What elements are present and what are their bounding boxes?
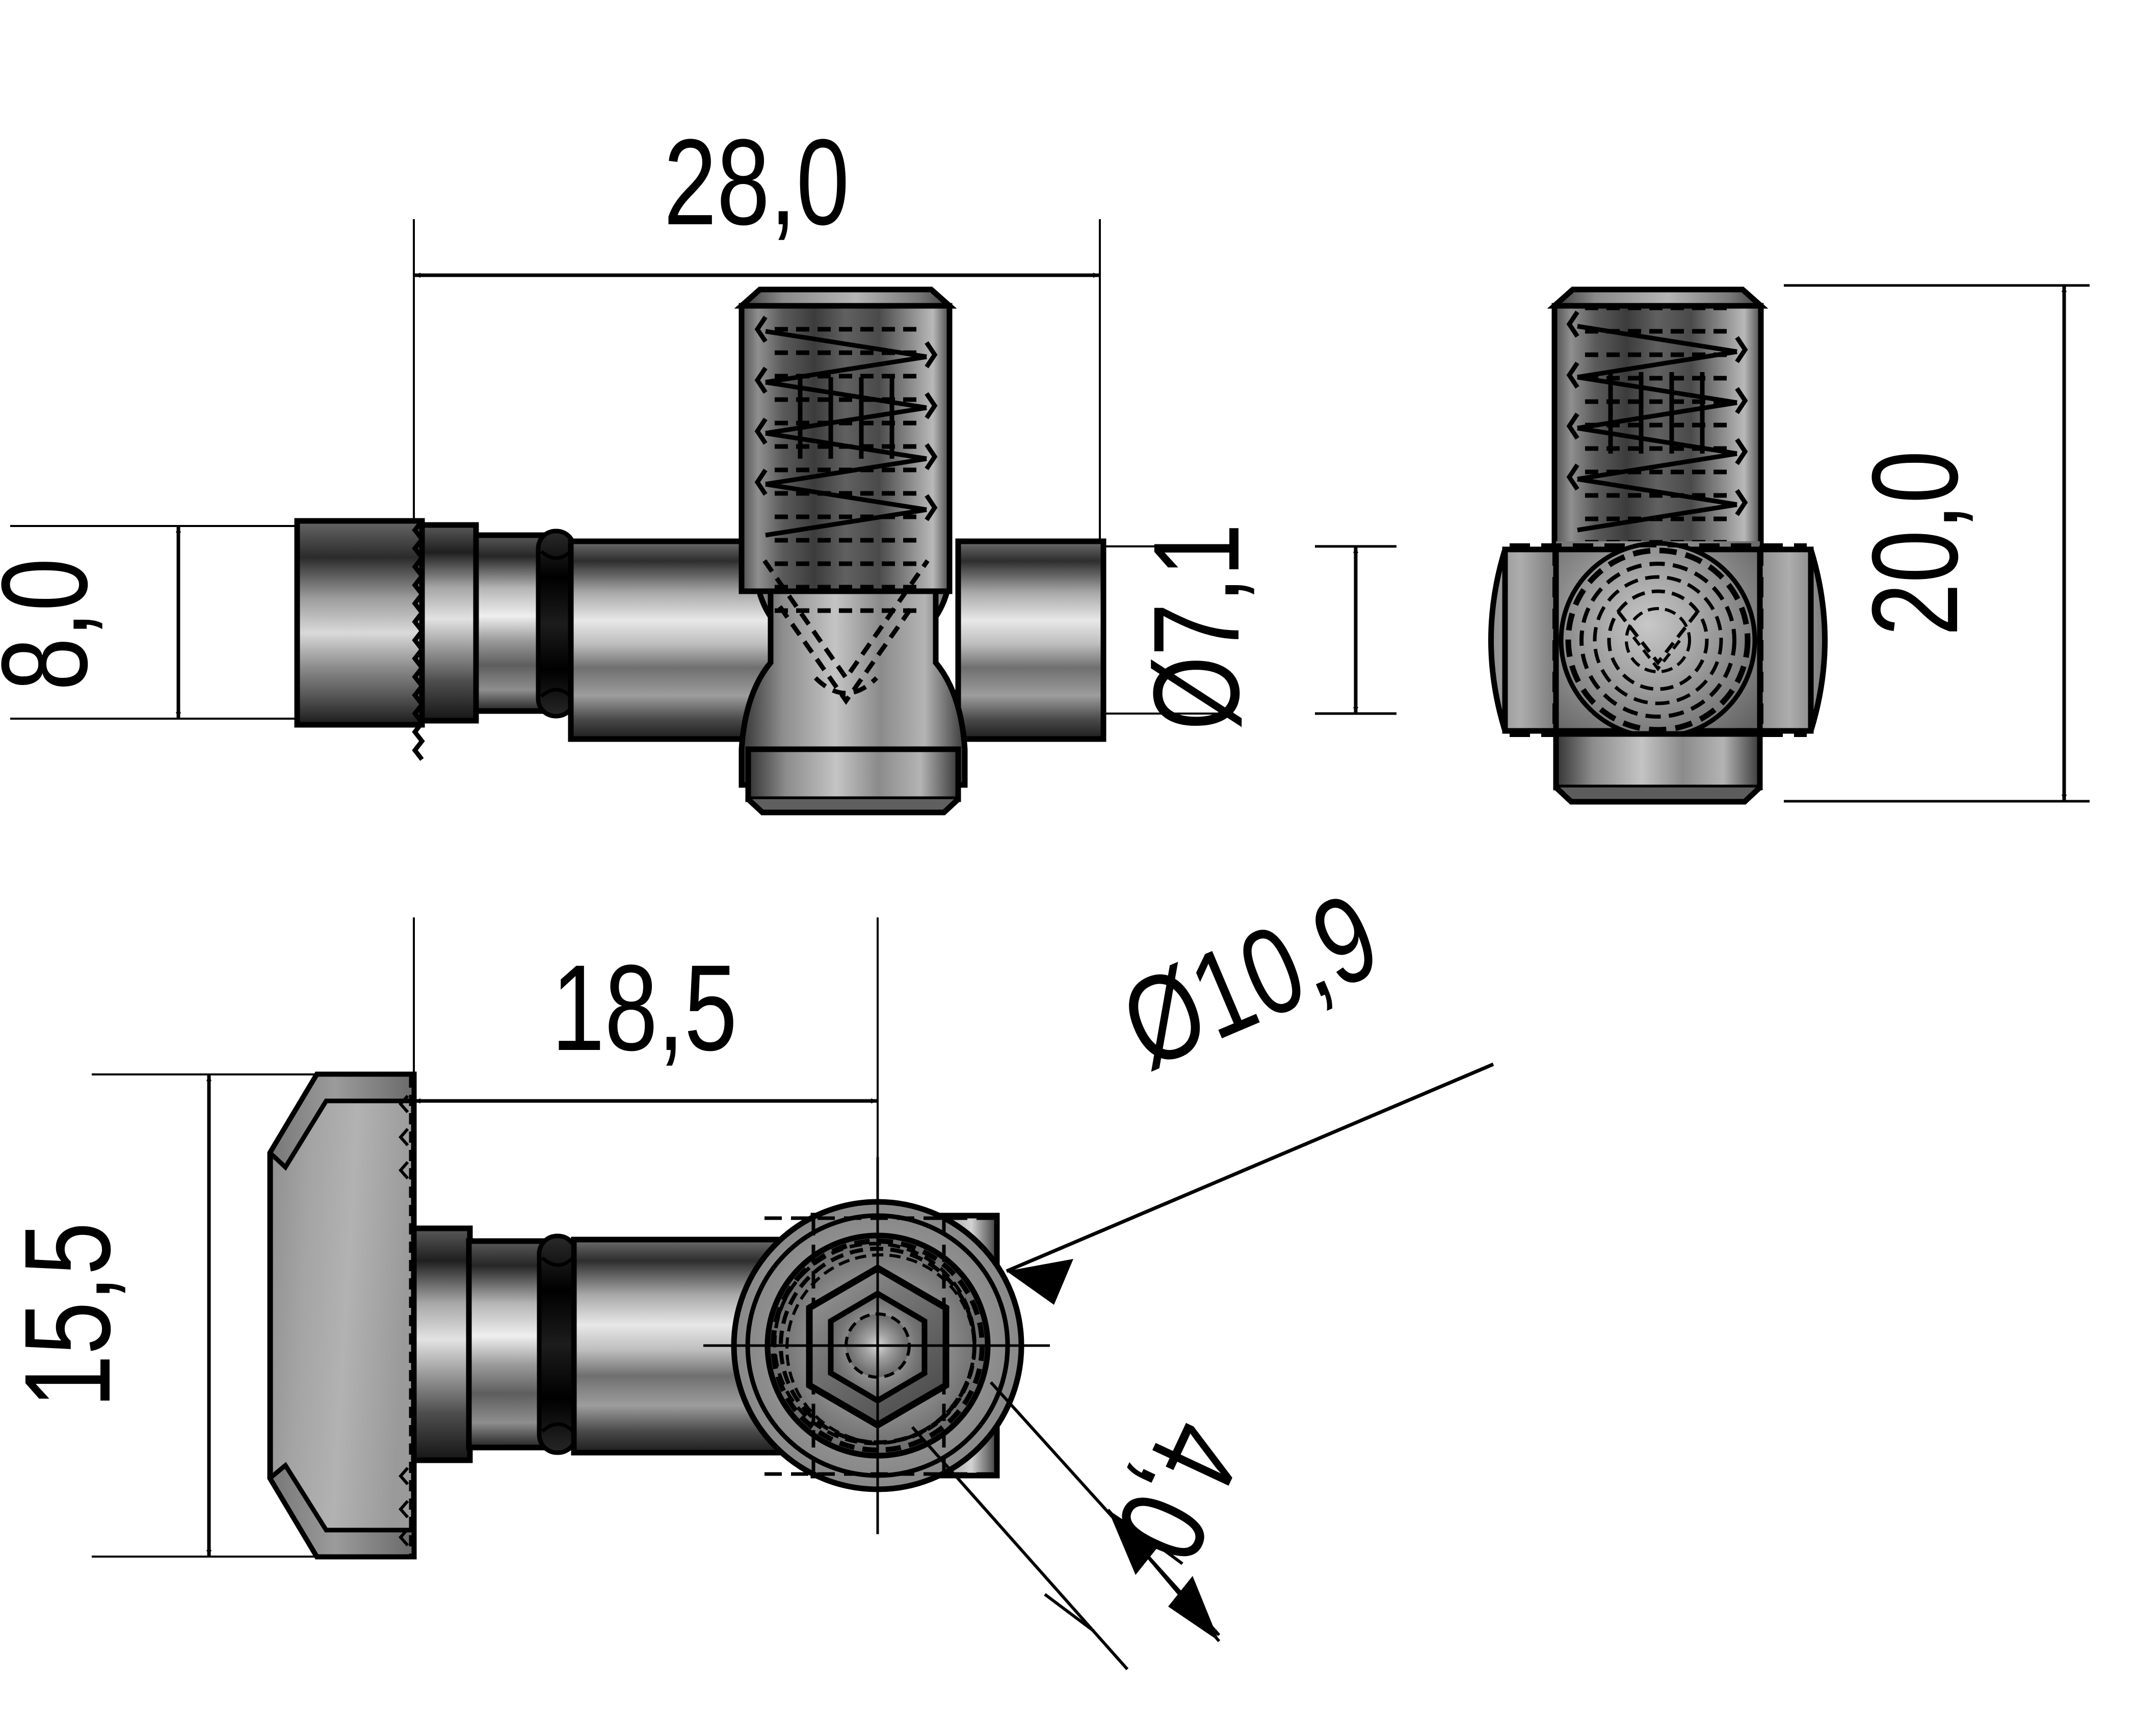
- dimension-185-label: 18,5: [551, 939, 737, 1076]
- dim4-arrow-upper: [1108, 1510, 1160, 1575]
- dimension-d71-label: Ø7,1: [1128, 523, 1265, 730]
- front-elevation-view: 28,0 8,0 Ø7,1: [0, 114, 1396, 816]
- dimension-8: 8,0: [0, 526, 181, 719]
- dim4-arrow-lower: [1168, 1576, 1219, 1641]
- dimension-155: 15,5: [0, 1074, 212, 1557]
- dimension-28-label: 28,0: [664, 114, 849, 251]
- plan-view: 18,5 15,5 Ø10,9 4,0: [0, 866, 1494, 1670]
- thread-helix-lines-end: [1566, 310, 1748, 533]
- leader-arrowhead-d109: [1007, 1259, 1073, 1305]
- threaded-boss-front: [734, 286, 968, 816]
- dimension-20: 20,0: [1784, 284, 2090, 803]
- hidden-circles-end: [1565, 547, 1751, 733]
- collar-front: [473, 532, 544, 714]
- dimension-d71: Ø7,1: [1128, 523, 1396, 730]
- collar-step-plan: [466, 1238, 546, 1451]
- shaft-right-front: [955, 538, 1106, 742]
- dimension-185: 18,5: [414, 939, 878, 1103]
- collar-plan: [411, 1225, 473, 1463]
- dimension-155-label: 15,5: [0, 1222, 136, 1408]
- o-ring-plan: [537, 1233, 578, 1455]
- dimension-28: 28,0: [414, 114, 1100, 278]
- thread-helix-lines: [754, 315, 938, 538]
- t-head-front: [294, 518, 479, 761]
- end-elevation-view: 20,0: [1488, 284, 2090, 805]
- drill-cone-hidden: [762, 559, 930, 705]
- body-end-view: [1488, 541, 1828, 805]
- dimension-8-label: 8,0: [0, 558, 113, 691]
- dimension-20-label: 20,0: [1847, 451, 1984, 636]
- center-lines-plan: [703, 1157, 1050, 1534]
- t-head-plan: [267, 1071, 417, 1560]
- socket-head-plan: [703, 1157, 1050, 1534]
